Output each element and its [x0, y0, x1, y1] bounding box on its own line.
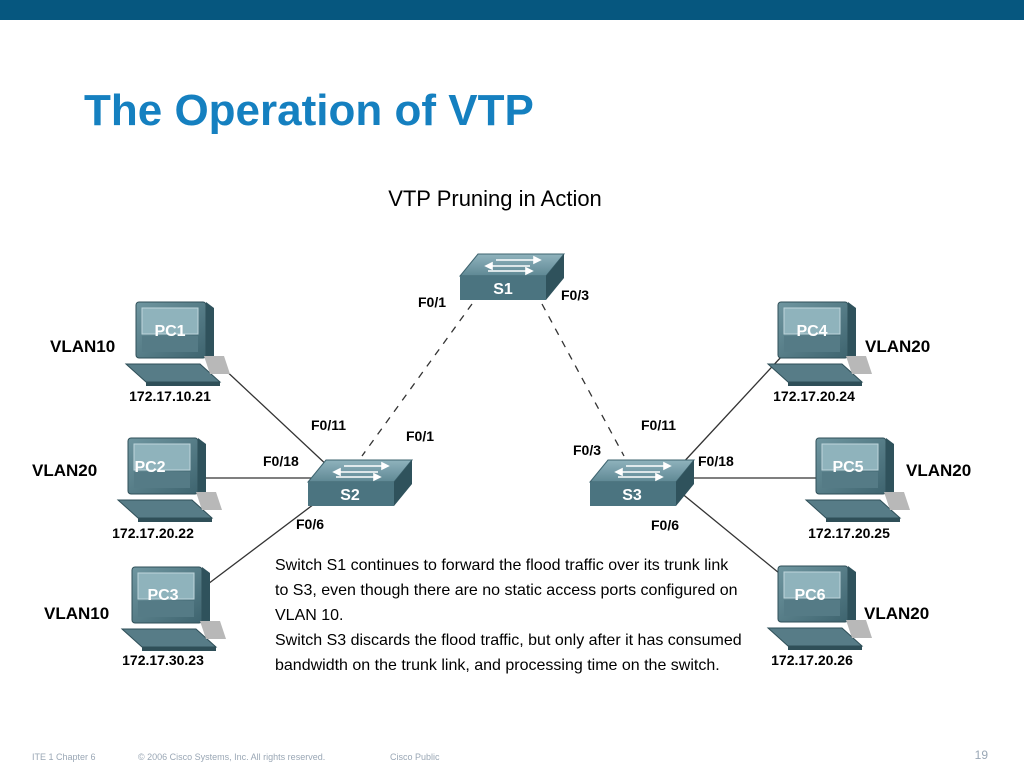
pc-6-label: PC6: [794, 587, 825, 604]
slide-title: The Operation of VTP: [84, 86, 534, 135]
pc-5-label: PC5: [832, 459, 863, 476]
trunk-s1-s3: [541, 303, 625, 457]
switch-s2-label: S2: [340, 487, 360, 504]
pc-5-vlan: VLAN20: [906, 461, 971, 480]
link-s3-pc6: [679, 491, 791, 583]
diagram-title: VTP Pruning in Action: [388, 186, 602, 211]
pc-5-ip: 172.17.20.25: [808, 525, 890, 541]
pc-6-vlan: VLAN20: [864, 604, 929, 623]
pc-6: PC6: [767, 565, 872, 651]
port-s3-pc5: F0/18: [698, 453, 734, 469]
pc-5: PC5: [805, 437, 910, 523]
explanation-text: Switch S1 continues to forward the flood…: [275, 553, 745, 678]
pc-4-label: PC4: [796, 323, 827, 340]
pc-3-ip: 172.17.30.23: [122, 652, 204, 668]
port-s2-trunk: F0/1: [406, 428, 434, 444]
port-s2-pc2: F0/18: [263, 453, 299, 469]
switch-s2: S2: [307, 459, 413, 507]
footer-course: ITE 1 Chapter 6: [32, 752, 96, 762]
pc-4: PC4: [767, 301, 872, 387]
port-s1-right: F0/3: [561, 287, 589, 303]
link-pc3-s2: [199, 491, 331, 591]
trunk-s1-s2: [361, 303, 473, 457]
pc-1-ip: 172.17.10.21: [129, 388, 211, 404]
pc-1-vlan: VLAN10: [50, 337, 115, 356]
switch-s1: S1: [459, 253, 565, 301]
switch-s3-label: S3: [622, 487, 642, 504]
footer-classification: Cisco Public: [390, 752, 440, 762]
port-s3-pc6: F0/6: [651, 517, 679, 533]
pc-2-vlan: VLAN20: [32, 461, 97, 480]
pc-2: PC2: [117, 437, 222, 523]
pc-2-ip: 172.17.20.22: [112, 525, 194, 541]
pc-4-vlan: VLAN20: [865, 337, 930, 356]
footer-copyright: © 2006 Cisco Systems, Inc. All rights re…: [138, 752, 326, 762]
port-s2-pc1: F0/11: [311, 417, 346, 433]
explanation-s3: Switch S3 discards the flood traffic, bu…: [275, 632, 742, 674]
pc-4-ip: 172.17.20.24: [773, 388, 855, 404]
pc-3: PC3: [121, 566, 226, 652]
pc-2-label: PC2: [134, 459, 165, 476]
page-number: 19: [974, 748, 988, 762]
pc-3-vlan: VLAN10: [44, 604, 109, 623]
pc-6-ip: 172.17.20.26: [771, 652, 853, 668]
switch-s1-label: S1: [493, 281, 513, 298]
port-s2-pc3: F0/6: [296, 516, 324, 532]
pc-3-label: PC3: [147, 587, 178, 604]
port-s3-trunk: F0/3: [573, 442, 601, 458]
switch-s3: S3: [589, 459, 695, 507]
pc-1-label: PC1: [154, 323, 185, 340]
link-s3-pc4: [679, 355, 783, 467]
port-s3-pc4: F0/11: [641, 417, 676, 433]
pc-1: PC1: [125, 301, 230, 387]
explanation-s1: Switch S1 continues to forward the flood…: [275, 557, 738, 624]
port-s1-left: F0/1: [418, 294, 446, 310]
top-bar: [0, 0, 1024, 20]
